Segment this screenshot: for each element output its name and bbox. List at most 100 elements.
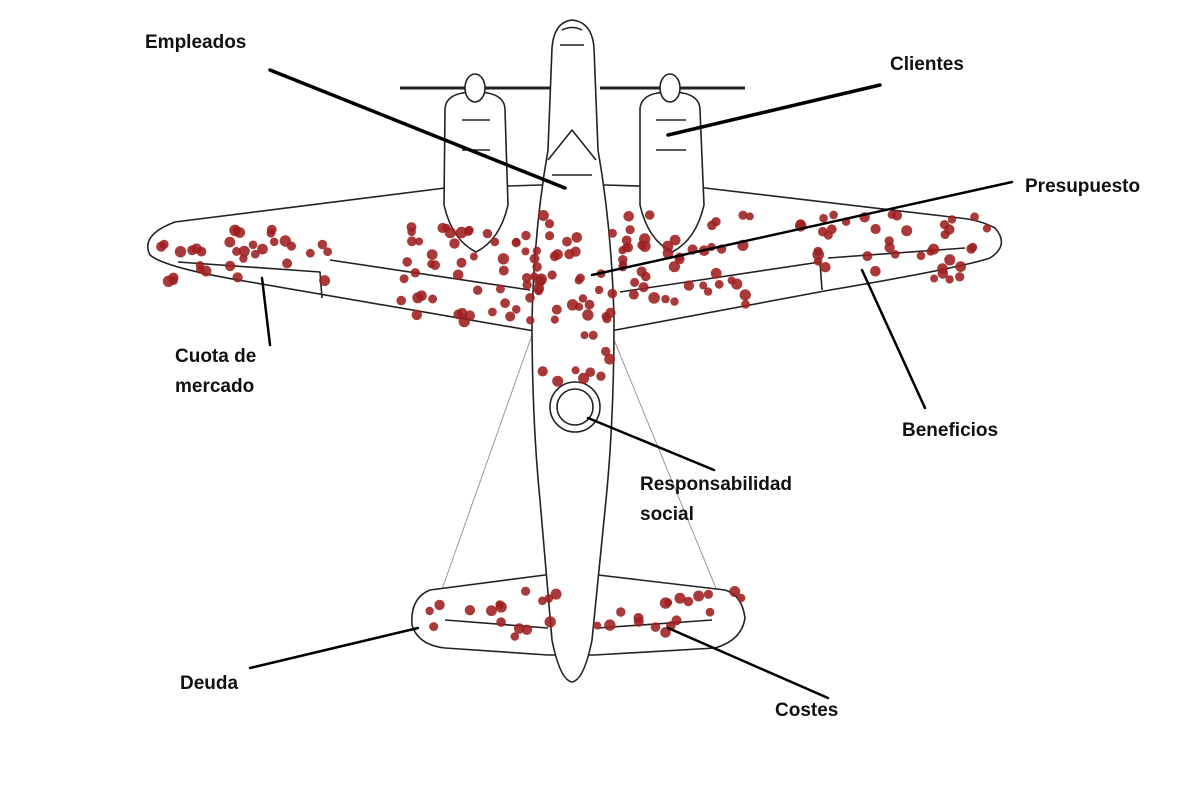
bullet-hole <box>644 210 655 220</box>
bullet-hole <box>429 622 439 632</box>
left-engine <box>443 91 509 253</box>
bullet-hole <box>521 230 531 241</box>
bullet-hole <box>200 265 212 277</box>
bullet-hole <box>945 275 954 284</box>
bullet-hole <box>601 346 611 357</box>
bullet-hole <box>473 285 483 295</box>
bullet-hole <box>818 226 828 237</box>
bullet-hole <box>887 210 896 219</box>
bullet-hole <box>596 371 606 381</box>
label-deuda: Deuda <box>180 673 239 694</box>
bullet-hole <box>605 307 616 318</box>
bullet-hole <box>551 304 562 315</box>
bullet-hole <box>317 239 328 250</box>
bullet-hole <box>582 309 594 321</box>
bullet-hole <box>745 212 754 221</box>
bullet-hole <box>623 242 634 253</box>
bullet-hole <box>623 211 634 222</box>
bullet-hole <box>410 268 420 278</box>
leader-beneficios <box>860 268 927 410</box>
bullet-hole <box>525 293 535 303</box>
bullet-hole <box>482 228 493 239</box>
bullet-hole <box>937 268 949 279</box>
bullet-hole <box>532 262 542 272</box>
label-resp-line2: social <box>640 504 694 525</box>
bullet-hole <box>224 260 236 272</box>
leader-lines <box>248 68 1014 700</box>
bullet-hole <box>862 251 873 262</box>
bullet-hole <box>266 228 276 238</box>
bullet-hole <box>535 273 547 285</box>
bullet-hole <box>826 224 837 235</box>
bullet-hole <box>500 298 510 309</box>
label-cuota-line2: mercado <box>175 376 255 397</box>
bullet-hole <box>901 225 913 237</box>
bullet-hole <box>916 251 926 261</box>
bullet-hole <box>630 277 640 287</box>
bullet-hole <box>495 284 505 294</box>
bullet-hole <box>966 243 977 254</box>
bullet-hole <box>625 225 635 235</box>
bullet-hole <box>521 586 531 596</box>
bullet-hole <box>549 251 560 262</box>
bullet-hole <box>662 247 674 259</box>
bullet-hole <box>512 305 521 314</box>
bullet-hole <box>584 299 595 310</box>
bullet-hole <box>232 272 243 283</box>
leader-deuda <box>248 626 420 670</box>
bullet-hole <box>699 281 708 290</box>
wire-left <box>439 334 533 596</box>
bullet-hole <box>585 367 596 378</box>
label-responsabilidad-social: Responsabilidad social <box>640 470 792 530</box>
bullet-hole <box>668 261 681 273</box>
bullet-hole <box>571 366 580 375</box>
bullet-hole <box>616 607 626 617</box>
bullet-hole <box>282 258 293 269</box>
turret-inner <box>556 388 594 426</box>
bullet-hole <box>415 237 424 246</box>
bullet-hole <box>944 254 956 266</box>
bullet-hole <box>580 331 589 340</box>
label-presupuesto: Presupuesto <box>1025 176 1141 197</box>
bullet-hole <box>970 212 979 222</box>
bullet-hole <box>633 612 644 623</box>
bullet-hole <box>660 627 671 638</box>
bullet-hole <box>497 253 510 265</box>
bullet-hole <box>739 289 751 301</box>
bullet-hole <box>488 307 497 317</box>
bullet-hole <box>940 230 950 240</box>
bullet-hole <box>537 366 548 377</box>
bullet-hole <box>638 282 649 293</box>
bullet-hole <box>738 210 748 220</box>
bullet-hole <box>426 249 438 260</box>
bullet-hole <box>703 287 713 296</box>
bullet-hole <box>469 252 478 261</box>
bullet-hole <box>496 617 506 627</box>
bullet-hole <box>566 299 579 311</box>
bullet-hole <box>714 279 724 289</box>
bullet-hole <box>538 596 547 606</box>
bullet-hole <box>674 592 686 604</box>
bullet-hole <box>156 241 167 252</box>
bullet-hole <box>562 236 572 247</box>
bullet-hole <box>238 245 250 257</box>
label-cuota-line1: Cuota de <box>175 346 257 367</box>
bullet-hole <box>251 249 260 259</box>
bullet-hole <box>710 267 722 279</box>
bullet-hole <box>544 616 556 628</box>
bullet-hole <box>607 288 618 299</box>
bullet-hole <box>636 266 647 277</box>
bullet-hole <box>453 309 464 320</box>
bullet-hole <box>510 632 520 641</box>
bullet-hole <box>428 294 438 304</box>
leader-responsabilidad <box>586 416 716 472</box>
bullet-hole <box>269 237 279 247</box>
bullet-hole <box>608 228 617 238</box>
bullet-hole <box>926 247 935 256</box>
bullet-hole <box>703 589 714 599</box>
bullet-hole <box>575 273 585 283</box>
bullet-hole <box>495 600 505 609</box>
bullet-hole <box>537 210 549 221</box>
bullet-hole <box>490 237 500 247</box>
